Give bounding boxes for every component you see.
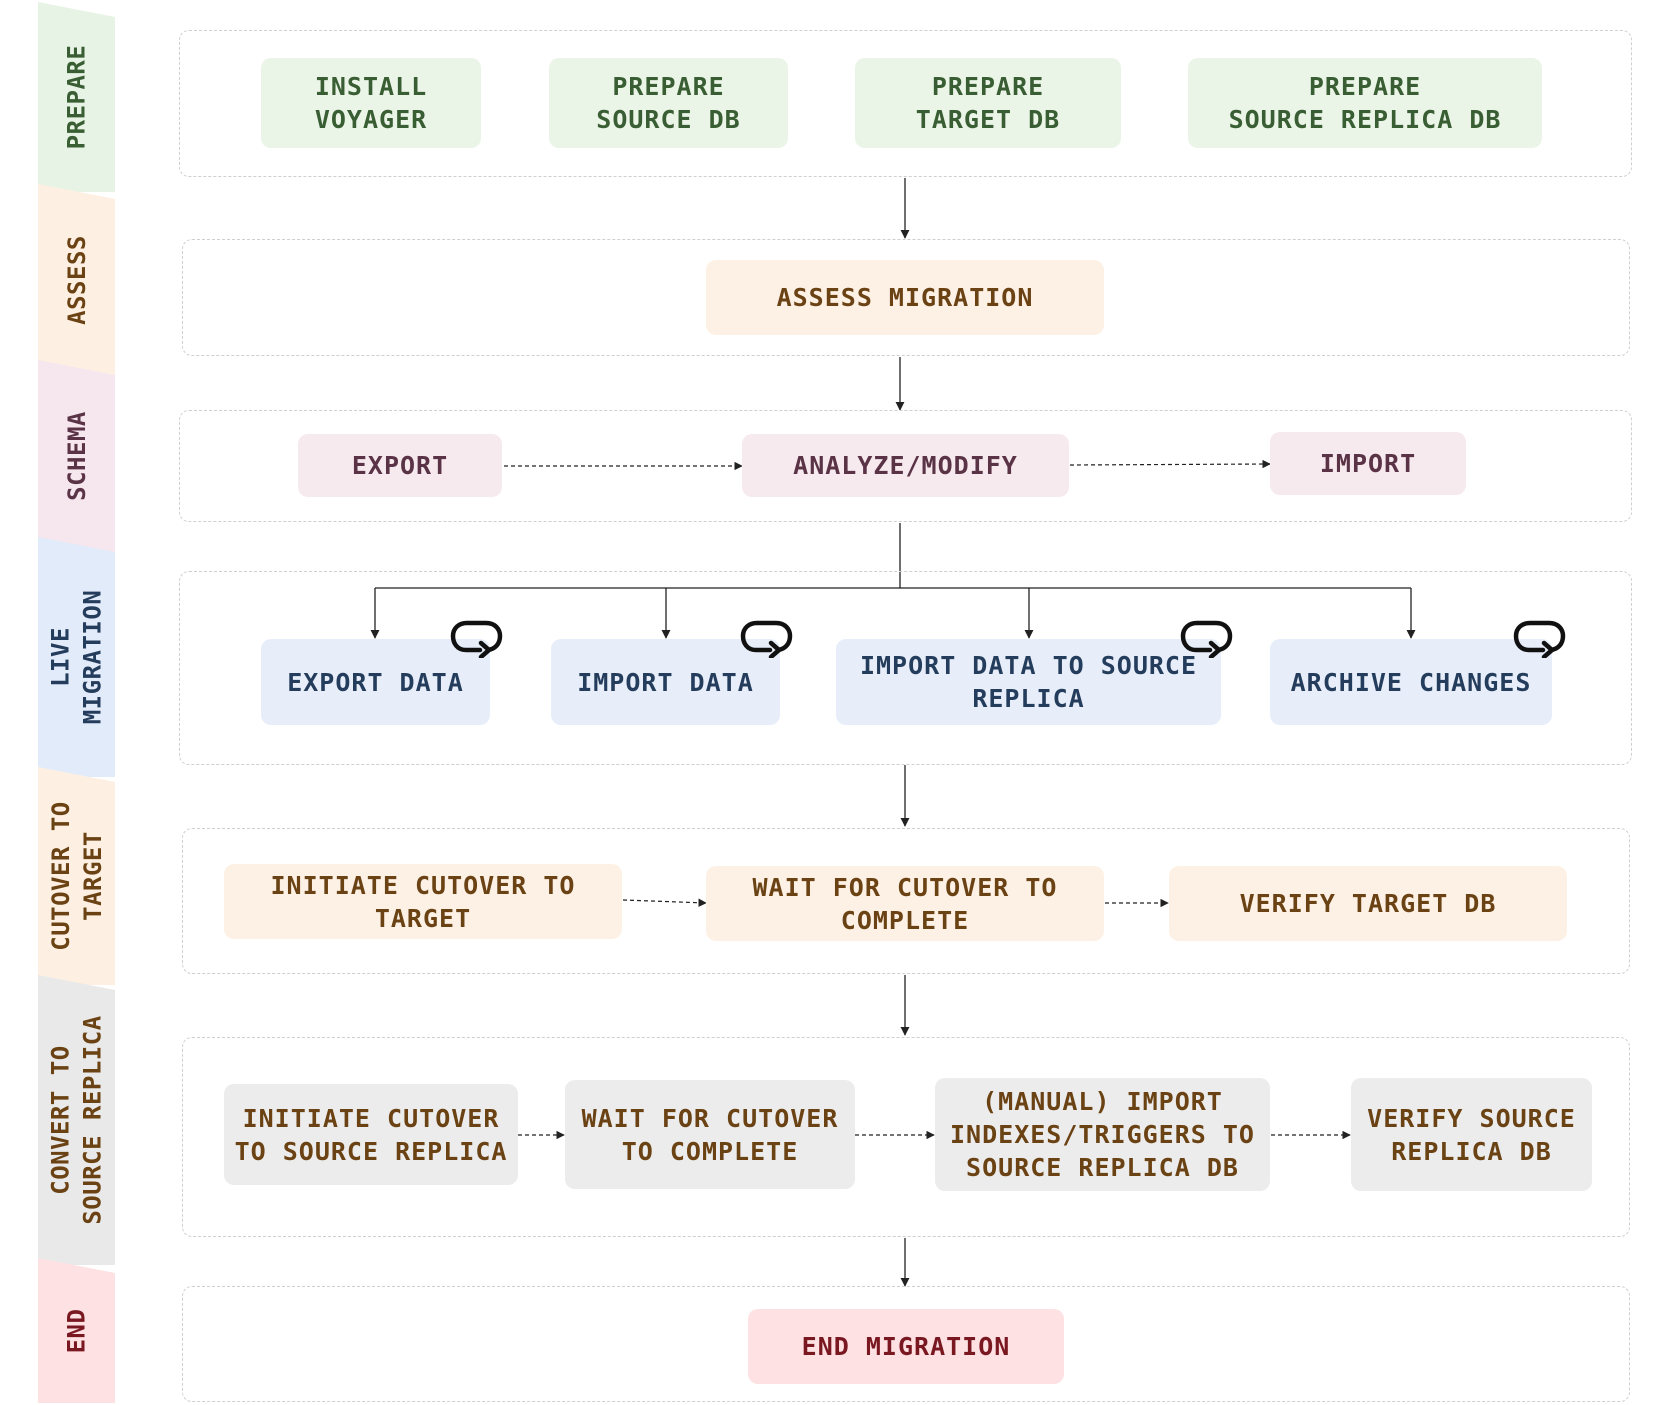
prepare-source-db-step[interactable]: PREPARE SOURCE DB xyxy=(549,58,788,148)
verify-target-db-step[interactable]: VERIFY TARGET DB xyxy=(1169,866,1567,941)
lane-prepare xyxy=(179,30,1632,177)
stage-label-end: END xyxy=(38,1258,115,1403)
loop-arrow-icon xyxy=(1513,620,1566,658)
stage-label-prepare: PREPARE xyxy=(38,2,115,192)
lane-live-migration xyxy=(179,571,1632,765)
stage-label-live-migration: LIVE MIGRATION xyxy=(38,537,115,777)
loop-arrow-icon xyxy=(740,620,793,658)
verify-source-replica-db-step[interactable]: VERIFY SOURCE REPLICA DB xyxy=(1351,1078,1592,1191)
lane-schema xyxy=(179,410,1632,522)
stage-label-text: LIVE MIGRATION xyxy=(46,589,107,725)
loop-arrow-icon xyxy=(1180,620,1233,658)
archive-changes-step[interactable]: ARCHIVE CHANGES xyxy=(1270,639,1552,725)
import-data-step[interactable]: IMPORT DATA xyxy=(551,639,780,725)
stage-label-text: PREPARE xyxy=(62,44,91,150)
prepare-target-db-step[interactable]: PREPARE TARGET DB xyxy=(855,58,1121,148)
export-schema-step[interactable]: EXPORT xyxy=(298,434,502,497)
stage-label-text: CUTOVER TO TARGET xyxy=(46,801,107,951)
lane-end xyxy=(182,1286,1630,1402)
import-schema-step[interactable]: IMPORT xyxy=(1270,432,1466,495)
stage-label-text: SCHEMA xyxy=(62,411,91,501)
wait-for-cutover-to-complete-step[interactable]: WAIT FOR CUTOVER TO COMPLETE xyxy=(706,866,1104,941)
lane-cutover-to-target xyxy=(182,828,1630,974)
stage-label-convert-to-source-replica: CONVERT TO SOURCE REPLICA xyxy=(38,975,115,1265)
initiate-cutover-to-target-step[interactable]: INITIATE CUTOVER TO TARGET xyxy=(224,864,622,939)
assess-migration-step[interactable]: ASSESS MIGRATION xyxy=(706,260,1104,335)
stage-label-text: CONVERT TO SOURCE REPLICA xyxy=(46,1015,107,1225)
loop-arrow-icon xyxy=(450,620,503,658)
analyze-modify-schema-step[interactable]: ANALYZE/MODIFY xyxy=(742,434,1069,497)
stage-label-text: END xyxy=(62,1308,91,1353)
lane-assess xyxy=(182,239,1630,356)
stage-label-assess: ASSESS xyxy=(38,184,115,376)
export-data-step[interactable]: EXPORT DATA xyxy=(261,639,490,725)
prepare-source-replica-db-step[interactable]: PREPARE SOURCE REPLICA DB xyxy=(1188,58,1542,148)
end-migration-step[interactable]: END MIGRATION xyxy=(748,1309,1064,1384)
stage-label-text: ASSESS xyxy=(62,235,91,325)
wait-for-cutover-to-complete-replica-step[interactable]: WAIT FOR CUTOVER TO COMPLETE xyxy=(565,1080,855,1189)
initiate-cutover-to-source-replica-step[interactable]: INITIATE CUTOVER TO SOURCE REPLICA xyxy=(224,1084,518,1185)
lane-convert-to-source-replica xyxy=(182,1037,1630,1237)
manual-import-indexes-triggers-step[interactable]: (MANUAL) IMPORT INDEXES/TRIGGERS TO SOUR… xyxy=(935,1078,1270,1191)
stage-label-schema: SCHEMA xyxy=(38,360,115,552)
install-voyager-step[interactable]: INSTALL VOYAGER xyxy=(261,58,481,148)
import-data-to-source-replica-step[interactable]: IMPORT DATA TO SOURCE REPLICA xyxy=(836,639,1221,725)
stage-label-cutover-to-target: CUTOVER TO TARGET xyxy=(38,767,115,985)
